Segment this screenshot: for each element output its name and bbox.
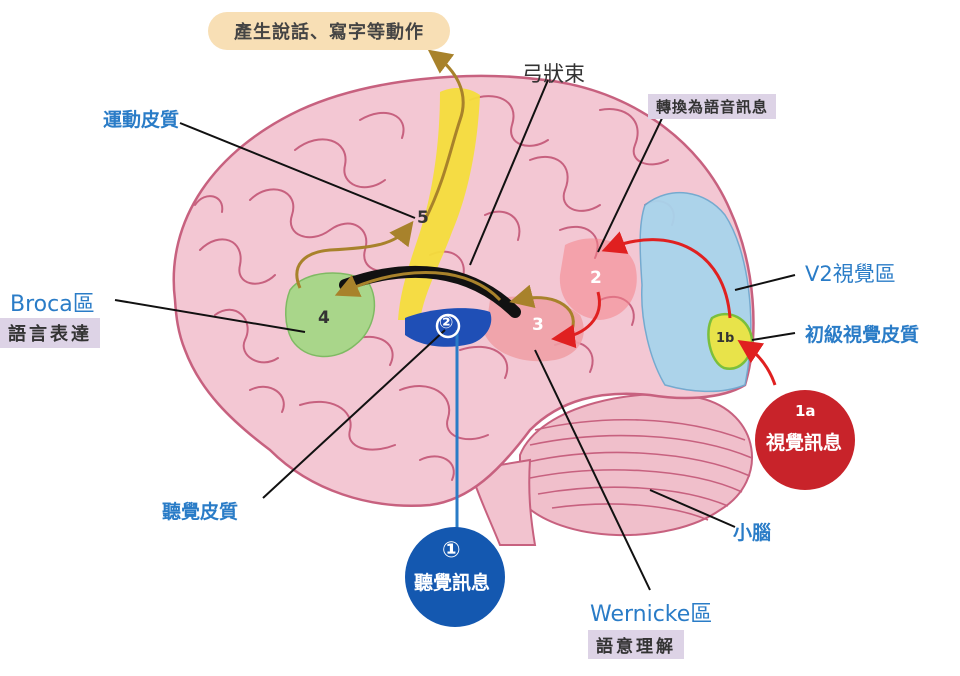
arrow-3-to-arc	[509, 284, 575, 331]
marker-2: 2	[590, 268, 602, 288]
brainstem-shape	[468, 458, 537, 546]
cerebellum-label: 小腦	[733, 522, 772, 544]
arrow-5-to-output	[423, 49, 465, 221]
auditory-info-num: ①	[442, 538, 461, 563]
motor-cortex-region	[398, 88, 480, 320]
marker-1b: 1b	[716, 331, 735, 346]
wernicke-label: Wernicke區	[590, 602, 713, 627]
leader-cerebellum	[649, 489, 736, 528]
marker-4: 4	[318, 308, 330, 328]
leader-broca	[114, 299, 306, 333]
primary-visual-label: 初級視覺皮質	[805, 324, 920, 346]
auditory-info-label: 聽覺訊息	[414, 572, 491, 594]
visual-info-num: 1a	[795, 402, 816, 420]
leader-motor	[179, 122, 416, 219]
broca-sub-label: 語言表達	[0, 318, 100, 348]
leader-primary-visual	[751, 332, 796, 341]
leader-arcuate	[469, 79, 549, 266]
visual-info-label: 視覺訊息	[766, 432, 843, 454]
marker-3: 3	[532, 315, 544, 335]
auditory-cortex-label: 聽覺皮質	[162, 501, 239, 523]
region-2-area	[559, 238, 637, 320]
leader-v2	[734, 274, 796, 291]
cerebrum-shape	[172, 74, 755, 507]
marker-5: 5	[417, 208, 429, 228]
v2-label: V2視覺區	[805, 262, 896, 286]
visual-info-badge	[755, 390, 855, 490]
arrow-1a-to-1b	[737, 340, 777, 386]
auditory-marker-ring	[435, 313, 461, 339]
auditory-cortex-region	[405, 308, 492, 347]
motor-cortex-label: 運動皮質	[103, 109, 180, 131]
auditory-info-badge	[405, 527, 505, 627]
convert-label: 轉換為語音訊息	[648, 94, 777, 119]
cerebellum-shape	[519, 393, 754, 537]
arrow-4-to-5	[295, 220, 414, 289]
output-action-label: 產生說話、寫字等動作	[208, 12, 450, 50]
arrow-arc-to-4	[334, 270, 502, 302]
arcuate-label: 弓狀束	[522, 62, 585, 86]
leader-wernicke	[534, 349, 651, 591]
arrow-1b-to-2	[601, 231, 732, 319]
leader-convert	[597, 111, 666, 253]
broca-label: Broca區	[10, 292, 95, 317]
leader-auditory-cortex	[262, 329, 446, 499]
arrow-2-to-3	[551, 291, 601, 349]
wernicke-sub-label: 語意理解	[588, 630, 684, 659]
marker-2-circle: ②	[439, 313, 454, 333]
